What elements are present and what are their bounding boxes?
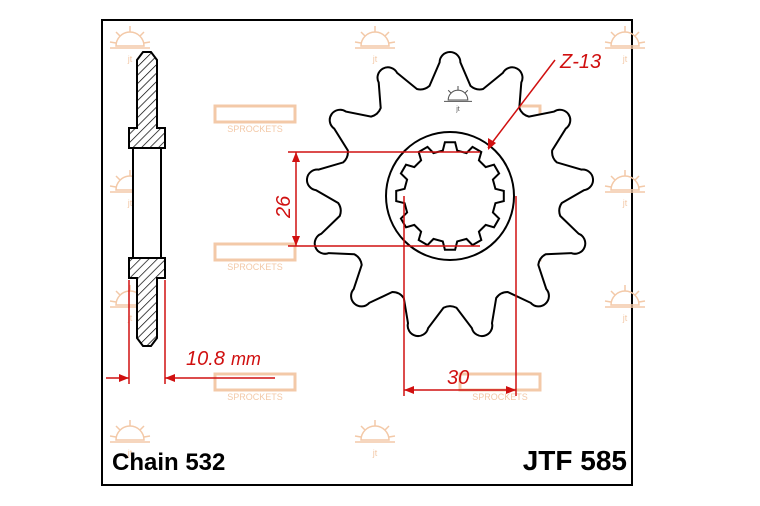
watermark-text: SPROCKETS	[227, 124, 283, 134]
inner-height-dimension	[288, 151, 480, 247]
thickness-value: 10.8	[186, 348, 225, 370]
watermark-logo	[354, 419, 396, 459]
svg-text:jt: jt	[455, 106, 460, 113]
teeth-count-leader	[487, 59, 556, 150]
thickness-dimension	[106, 280, 275, 384]
thickness-unit: mm	[231, 349, 261, 369]
watermark-text: SPROCKETS	[472, 392, 528, 402]
thickness-label: 10.8 mm	[186, 348, 261, 370]
inner-width-dimension	[403, 196, 517, 396]
watermark-logo	[604, 169, 646, 209]
watermark-logo	[604, 284, 646, 324]
teeth-count-label: Z-13	[559, 51, 601, 73]
part-number-label: JTF 585	[523, 445, 627, 476]
chain-label: Chain 532	[112, 449, 225, 476]
watermark-logo	[354, 25, 396, 65]
watermark-text: SPROCKETS	[227, 392, 283, 402]
watermark-text: SPROCKETS	[227, 262, 283, 272]
inner-height-label: 26	[273, 195, 295, 219]
inner-width-label: 30	[447, 367, 469, 389]
watermark-bar	[213, 242, 297, 262]
watermark-bar	[213, 104, 297, 124]
watermark-logo	[604, 25, 646, 65]
watermark-bar	[458, 372, 542, 392]
side-profile	[128, 51, 166, 347]
watermark-bar	[213, 372, 297, 392]
sprocket-front-view: jt	[305, 51, 595, 337]
jt-logo-icon: jt	[444, 86, 472, 113]
